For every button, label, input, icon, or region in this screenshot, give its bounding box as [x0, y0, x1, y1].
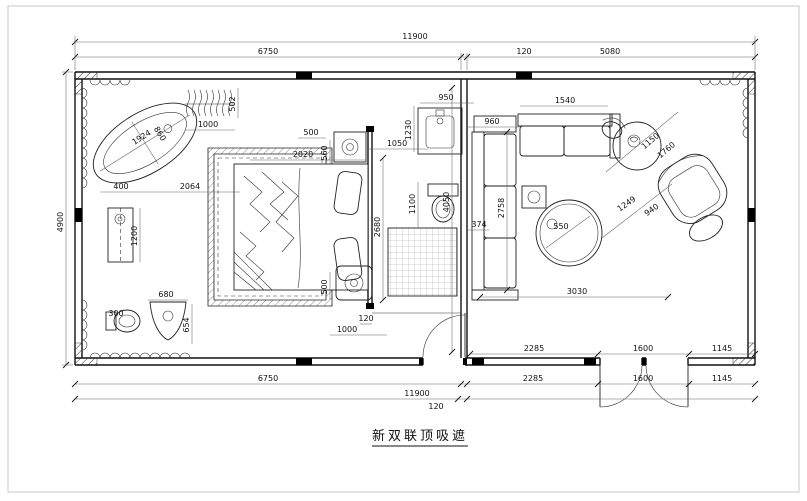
dim-label: 120: [428, 402, 443, 411]
tea-table: [601, 117, 662, 171]
bath-door: [422, 313, 466, 358]
dim-label: 4050: [442, 192, 451, 212]
dim-label: 1249: [616, 194, 638, 213]
sofa-set: [471, 113, 621, 301]
pillow: [333, 237, 363, 282]
dim-label: 1000: [337, 325, 357, 334]
vanity-counter: [417, 107, 463, 155]
dim-label: 120: [516, 47, 531, 56]
dim-label: 1924: [131, 128, 153, 146]
dim-label: 550: [553, 222, 568, 231]
coffee-table: [535, 199, 603, 267]
dim-label: 500: [320, 279, 329, 294]
dim-label: 2285: [524, 344, 544, 353]
bed-head-wall: [367, 130, 373, 305]
closet-hangers: [185, 89, 235, 117]
curtain-right-upper: [742, 87, 749, 139]
armchair: [657, 153, 728, 224]
pillow: [333, 170, 363, 216]
nightstand-bottom: [335, 265, 373, 301]
console-table: [107, 207, 134, 263]
dim-label: 2680: [373, 217, 382, 237]
dim-label: 1050: [387, 139, 407, 148]
dim-label: 11900: [404, 389, 429, 398]
dim-label: 1200: [130, 226, 139, 246]
dim-label: 680: [158, 290, 173, 299]
sheet-border: [7, 5, 800, 493]
walls: [74, 71, 756, 366]
dim-label: 1100: [408, 194, 417, 214]
dim-label: 1145: [712, 374, 732, 383]
wall-columns: [75, 72, 755, 365]
ottoman: [689, 214, 723, 242]
dim-label: 502: [228, 96, 237, 111]
dim-label: 3030: [567, 287, 587, 296]
dim-label: 560: [320, 145, 329, 160]
entry-doors: [599, 364, 689, 408]
dim-label: 960: [484, 117, 499, 126]
wc-toilet: [427, 183, 459, 223]
dim-label: 1600: [633, 344, 653, 353]
curtain-symbols: [81, 79, 749, 359]
curtain-top-right: [699, 79, 741, 86]
dim-label: 500: [303, 128, 318, 137]
dim-label: 1000: [198, 120, 218, 129]
side-table: [521, 185, 547, 209]
curtain-left-lower: [81, 299, 88, 351]
toilet: [105, 309, 141, 333]
dim-label: 400: [113, 182, 128, 191]
quilt-pattern: [233, 167, 301, 291]
drawing-title-text: 新双联顶吸遮: [372, 428, 468, 444]
dim-label: 11900: [402, 32, 427, 41]
corner-basin: [149, 301, 187, 341]
rug: [207, 147, 333, 307]
dim-label: 2064: [180, 182, 200, 191]
curtain-top-left: [89, 79, 131, 86]
dim-label: 654: [182, 317, 191, 332]
dimension-labels: 11900 6750 120 5080 4900 400 2064 1000 5…: [56, 32, 732, 411]
dim-label: 2285: [523, 374, 543, 383]
curtain-left-upper: [81, 87, 88, 189]
dim-label: 2758: [497, 198, 506, 218]
dim-label: 1600: [633, 374, 653, 383]
dim-label: 2020: [293, 150, 313, 159]
dim-label: 950: [438, 93, 453, 102]
partition-wall: [460, 79, 468, 358]
dim-label: 1540: [555, 96, 575, 105]
dim-label: 5080: [600, 47, 620, 56]
dim-label: 4900: [56, 212, 65, 232]
dim-label: 860: [152, 125, 168, 143]
nightstand-top: [333, 131, 367, 163]
dim-label: 120: [358, 314, 373, 323]
drawing-title: 新双联顶吸遮: [372, 428, 468, 447]
shower-floor: [387, 227, 458, 297]
sofa-corner-table: [473, 115, 517, 133]
dim-label: 1230: [404, 120, 413, 140]
dim-label: 1145: [712, 344, 732, 353]
dim-label: 6750: [258, 47, 278, 56]
dimension-lines: [62, 36, 759, 403]
wall-corner-hatch: [74, 71, 756, 366]
dim-label: 1760: [656, 140, 677, 160]
chair: [601, 117, 626, 139]
curtain-bottom-left: [89, 352, 191, 359]
dim-label: 300: [108, 309, 123, 318]
bed: [233, 163, 369, 291]
dim-label: 374: [471, 220, 486, 229]
dim-label: 6750: [258, 374, 278, 383]
